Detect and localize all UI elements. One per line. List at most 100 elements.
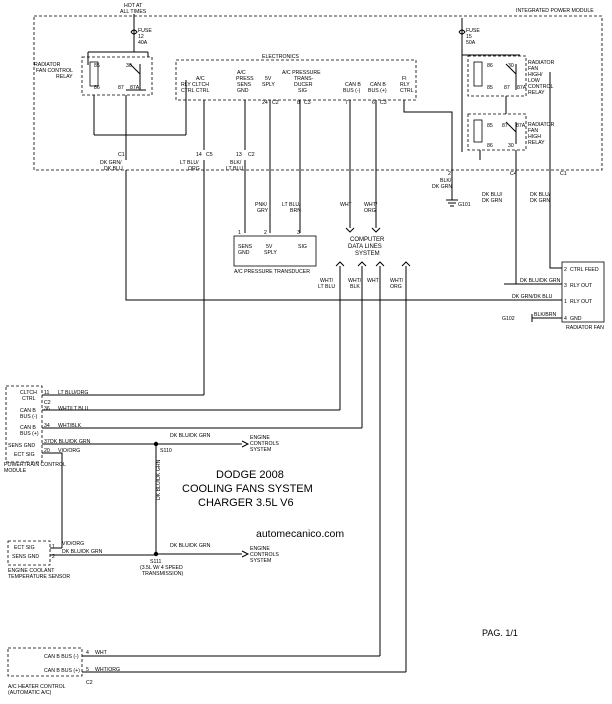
- svg-text:RLY: RLY: [400, 82, 410, 88]
- svg-text:GND: GND: [237, 88, 249, 94]
- svg-text:30: 30: [508, 63, 514, 69]
- svg-text:5V: 5V: [266, 244, 273, 250]
- svg-text:CTRL CTRL: CTRL CTRL: [181, 88, 209, 94]
- svg-text:87A: 87A: [517, 85, 527, 91]
- svg-text:FI: FI: [402, 76, 407, 82]
- svg-text:LT BLU/: LT BLU/: [282, 202, 301, 208]
- svg-text:1: 1: [238, 230, 241, 236]
- svg-text:14: 14: [196, 152, 202, 158]
- svg-text:20: 20: [44, 448, 50, 454]
- svg-text:5: 5: [86, 667, 89, 673]
- svg-text:ORG: ORG: [364, 208, 376, 214]
- svg-text:CAN B BUS (+): CAN B BUS (+): [44, 668, 80, 674]
- svg-text:C2: C2: [248, 152, 255, 158]
- svg-text:TRANSMISSION): TRANSMISSION): [142, 571, 183, 577]
- svg-text:LT BLU: LT BLU: [226, 166, 243, 172]
- svg-text:CAN B: CAN B: [20, 425, 36, 431]
- svg-text:SYSTEM: SYSTEM: [250, 447, 271, 453]
- radiator-fan-control-relay: RADIATOR FAN CONTROL RELAY 85 30 86 87 8…: [34, 56, 153, 96]
- svg-text:ORG: ORG: [188, 166, 200, 172]
- svg-text:CAN B: CAN B: [345, 82, 361, 88]
- svg-text:CAN B BUS (-): CAN B BUS (-): [44, 654, 79, 660]
- svg-text:1: 1: [564, 299, 567, 305]
- svg-text:LOW: LOW: [528, 78, 540, 84]
- svg-text:RELAY: RELAY: [56, 74, 73, 80]
- svg-text:PNK/: PNK/: [255, 202, 268, 208]
- svg-text:DK BLU/DK GRN: DK BLU/DK GRN: [170, 543, 211, 549]
- svg-text:SENS GND: SENS GND: [8, 443, 35, 449]
- svg-text:ELECTRONICS: ELECTRONICS: [262, 54, 299, 60]
- all-times-label: ALL TIMES: [120, 9, 147, 15]
- svg-text:FAN: FAN: [528, 128, 538, 134]
- svg-text:RADIATOR: RADIATOR: [528, 122, 555, 128]
- website-label: automecanico.com: [256, 528, 344, 540]
- svg-text:WHT/: WHT/: [390, 278, 404, 284]
- svg-text:A/C HEATER CONTROL: A/C HEATER CONTROL: [8, 684, 66, 690]
- ipm-title: INTEGRATED POWER MODULE: [516, 8, 594, 14]
- svg-text:HIGH/: HIGH/: [528, 72, 543, 78]
- pin-2-label: 2: [448, 171, 451, 177]
- svg-text:SIG: SIG: [298, 88, 307, 94]
- svg-text:ENGINE COOLANT: ENGINE COOLANT: [8, 568, 55, 574]
- svg-text:ECT SIG: ECT SIG: [14, 452, 35, 458]
- svg-text:A/C PRESSURE TRANSDUCER: A/C PRESSURE TRANSDUCER: [234, 269, 310, 275]
- svg-text:86: 86: [94, 85, 100, 91]
- svg-text:13: 13: [236, 152, 242, 158]
- page-label: PAG. 1/1: [482, 628, 518, 638]
- svg-text:WHT/ORG: WHT/ORG: [95, 667, 120, 673]
- svg-text:RADIATOR: RADIATOR: [34, 62, 61, 68]
- svg-text:RLY OUT: RLY OUT: [570, 283, 593, 289]
- svg-text:TEMPERATURE SENSOR: TEMPERATURE SENSOR: [8, 574, 70, 580]
- svg-text:40A: 40A: [138, 40, 148, 46]
- svg-text:30: 30: [126, 63, 132, 69]
- hot-at-label: HOT AT: [124, 3, 143, 9]
- svg-text:86: 86: [487, 143, 493, 149]
- svg-text:VIO/ORG: VIO/ORG: [58, 448, 80, 454]
- radiator-fan-module: CTRL FEED RLY OUT RLY OUT GND 2 3 1 4 RA…: [561, 261, 605, 331]
- svg-text:WHT/: WHT/: [348, 278, 362, 284]
- svg-text:FAN CONTROL: FAN CONTROL: [36, 68, 73, 74]
- svg-text:ECT SIG: ECT SIG: [14, 545, 35, 551]
- ac-heater-control: CAN B BUS (-) CAN B BUS (+) 4 5 WHT WHT/…: [7, 647, 406, 696]
- svg-text:BUS (+): BUS (+): [368, 88, 387, 94]
- svg-text:CAN B: CAN B: [20, 408, 36, 414]
- svg-text:SENS: SENS: [238, 244, 253, 250]
- svg-text:SYSTEM: SYSTEM: [355, 251, 380, 257]
- svg-text:RADIATOR: RADIATOR: [528, 60, 555, 66]
- svg-text:3: 3: [297, 230, 300, 236]
- svg-text:4: 4: [564, 316, 567, 322]
- svg-text:ORG: ORG: [390, 284, 402, 290]
- svg-text:WHT/BLK: WHT/BLK: [58, 423, 82, 429]
- svg-text:DK GRN: DK GRN: [482, 198, 502, 204]
- svg-text:TRANS-: TRANS-: [294, 76, 314, 82]
- svg-text:WHT: WHT: [95, 650, 108, 656]
- svg-text:87: 87: [504, 85, 510, 91]
- svg-text:ENGINE: ENGINE: [250, 435, 270, 441]
- svg-text:S110: S110: [160, 448, 172, 454]
- svg-text:CTRL: CTRL: [22, 396, 36, 402]
- svg-text:DK BLU/DK GRN: DK BLU/DK GRN: [62, 549, 103, 555]
- radiator-fan-high-low-relay: 86 30 87A 85 87 RADIATOR FAN HIGH/ LOW C…: [467, 55, 555, 97]
- svg-text:DK BLU/: DK BLU/: [482, 192, 503, 198]
- svg-text:WHT/LT BLU: WHT/LT BLU: [58, 406, 89, 412]
- splice-s110: S110 DK BLU/DK GRN ENGINE CONTROLS SYSTE…: [153, 433, 279, 554]
- electronics-wires: 14 C5 13 C2 24 C2 8 C3 7 6 C3: [196, 100, 453, 395]
- svg-text:CTRL: CTRL: [400, 88, 414, 94]
- fuse-12: FUSE 12 40A: [130, 14, 152, 52]
- svg-text:WHT/: WHT/: [320, 278, 334, 284]
- svg-text:DK BLU/DK GRN: DK BLU/DK GRN: [170, 433, 211, 439]
- svg-text:DATA LINES: DATA LINES: [348, 244, 382, 250]
- svg-text:4: 4: [86, 650, 89, 656]
- svg-text:GND: GND: [570, 316, 582, 322]
- svg-text:G101: G101: [458, 202, 471, 208]
- svg-text:86: 86: [487, 63, 493, 69]
- svg-text:MODULE: MODULE: [4, 468, 27, 474]
- svg-text:50A: 50A: [466, 40, 476, 46]
- svg-text:7: 7: [345, 100, 348, 106]
- svg-text:PRESS: PRESS: [236, 76, 254, 82]
- svg-text:WHT/: WHT/: [364, 202, 378, 208]
- svg-text:CONTROLS: CONTROLS: [250, 552, 279, 558]
- svg-text:WHT: WHT: [367, 278, 380, 284]
- svg-text:A/C: A/C: [237, 70, 246, 76]
- svg-text:POWERTRAIN CONTROL: POWERTRAIN CONTROL: [4, 462, 66, 468]
